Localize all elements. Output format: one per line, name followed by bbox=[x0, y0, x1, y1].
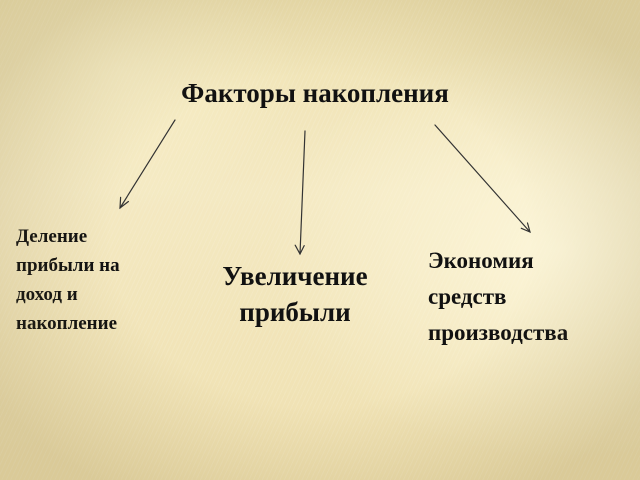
node-production-savings: Экономия средств производства bbox=[428, 243, 628, 351]
node-profit-division: Деление прибыли на доход и накопление bbox=[16, 222, 176, 338]
node-line: средств bbox=[428, 284, 507, 309]
node-line: Деление bbox=[16, 226, 88, 247]
arrow-to-center-node bbox=[294, 130, 306, 256]
node-line: Экономия bbox=[428, 248, 534, 273]
node-line: производства bbox=[428, 320, 569, 345]
node-line: доход и bbox=[16, 284, 78, 305]
node-line: Увеличение bbox=[222, 261, 368, 291]
node-profit-increase: Увеличение прибыли bbox=[200, 258, 390, 330]
node-line: накопление bbox=[16, 313, 118, 334]
diagram-title: Факторы накопления bbox=[181, 78, 449, 108]
arrow-to-right-node bbox=[434, 124, 531, 234]
node-line: прибыли bbox=[239, 297, 351, 327]
node-line: прибыли на bbox=[16, 255, 120, 276]
arrow-to-left-node bbox=[119, 119, 176, 210]
